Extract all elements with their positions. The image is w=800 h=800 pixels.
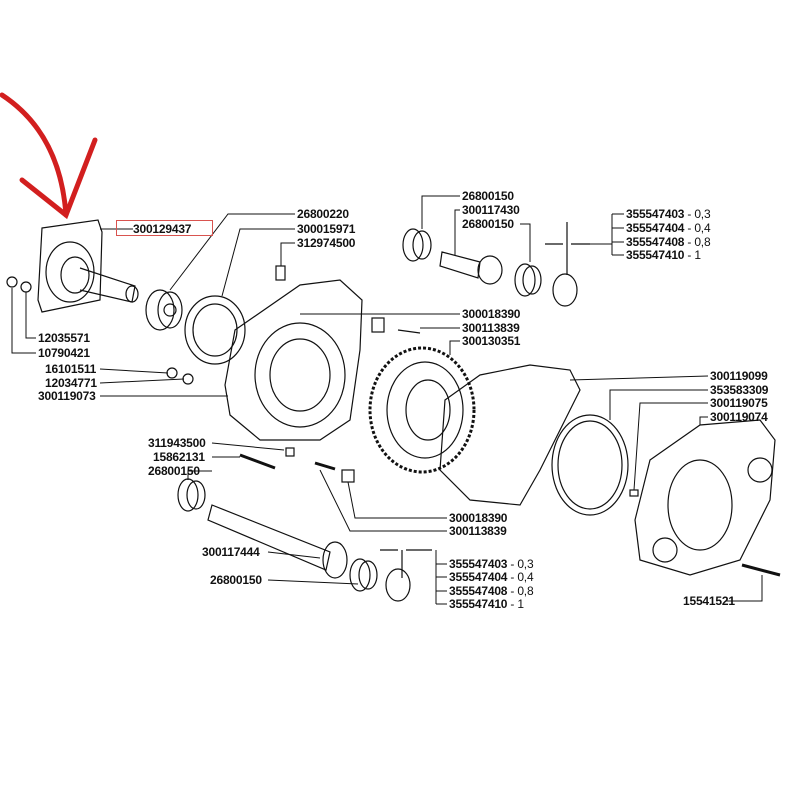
label-washer-b: 12034771	[45, 376, 97, 390]
shim-size: - 0,3	[687, 207, 711, 221]
housing-part	[224, 279, 363, 441]
label-cover: 300119074	[710, 410, 768, 424]
label-breather: 312974500	[297, 236, 356, 250]
lock-plate-part	[371, 317, 385, 333]
shim-part-number: 355547403	[626, 207, 685, 221]
label-upper-shim: 355547410 - 1	[626, 249, 701, 261]
label-upper-shim: 355547408 - 0,8	[626, 235, 711, 249]
label-lower-shim: 355547410 - 1	[449, 598, 524, 610]
label-lock-plate-top: 300018390	[462, 307, 521, 321]
plug-part	[285, 447, 295, 457]
shim-size: - 0,8	[510, 584, 534, 598]
bearing-part	[145, 289, 183, 331]
nut-part	[166, 367, 178, 379]
label-lock-plate-bottom: 300018390	[449, 511, 508, 525]
seal-part	[551, 414, 629, 516]
shim-part-number: 355547404	[626, 221, 685, 235]
label-upper-bearing-1: 26800150	[462, 189, 514, 203]
label-lower-bearing-1: 26800150	[148, 464, 200, 478]
label-upper-shim: 355547404 - 0,4	[626, 221, 711, 235]
shim-part-number: 355547403	[449, 557, 508, 571]
gasket-part	[184, 295, 246, 365]
housing-bolt-part	[239, 453, 276, 470]
label-upper-shim: 355547403 - 0,3	[626, 207, 711, 221]
cover-part	[634, 419, 776, 576]
label-lower-shim: 355547404 - 0,4	[449, 570, 534, 584]
shim-part-number: 355547408	[449, 584, 508, 598]
lock-plate-part	[341, 469, 355, 483]
shim-size: - 0,4	[687, 221, 711, 235]
label-nut-b: 16101511	[45, 362, 97, 376]
washer-part	[6, 276, 18, 288]
bolt-part	[397, 329, 421, 334]
label-lower-shim: 355547408 - 0,8	[449, 584, 534, 598]
shim-size: - 0,8	[687, 235, 711, 249]
shim-part-number: 355547410	[626, 248, 685, 262]
shim-size: - 0,4	[510, 570, 534, 584]
dowel-part	[629, 489, 639, 497]
label-lower-shim: 355547403 - 0,3	[449, 557, 534, 571]
label-upper-bearing-2: 26800150	[462, 217, 514, 231]
upper-shim-part	[552, 273, 578, 307]
upper-shaft-part	[439, 251, 503, 285]
label-plug: 311943500	[148, 436, 206, 450]
lower-bearing-part	[177, 478, 206, 512]
label-seal: 353583309	[710, 383, 769, 397]
label-dowel: 300119075	[710, 396, 768, 410]
label-cover-gasket: 300119099	[710, 369, 768, 383]
shim-part-number: 355547410	[449, 597, 508, 611]
highlight-box	[116, 220, 213, 236]
label-lower-bearing-2: 26800150	[210, 573, 262, 587]
label-nut-a: 10790421	[38, 346, 90, 360]
upper-bearing-part	[514, 263, 542, 297]
red-arrow-icon	[0, 92, 98, 220]
label-upper-shaft: 300117430	[462, 203, 520, 217]
lower-shaft-part	[207, 504, 348, 579]
label-flange: 300129437	[133, 222, 192, 236]
washer-part	[182, 373, 194, 385]
flange-part	[37, 219, 139, 313]
shim-part-number: 355547408	[626, 235, 685, 249]
ring-gear-part	[368, 346, 476, 474]
label-cover-bolt: 15541521	[683, 594, 735, 608]
label-gasket-top: 300015971	[297, 222, 356, 236]
label-housing: 300119073	[38, 389, 96, 403]
breather-part	[275, 265, 286, 281]
leader-lines	[11, 195, 763, 605]
label-ring-gear: 300130351	[462, 334, 521, 348]
label-bolt-bottom: 300113839	[449, 524, 507, 538]
label-lower-shaft: 300117444	[202, 545, 260, 559]
shim-size: - 1	[687, 248, 701, 262]
label-bolt-top: 300113839	[462, 321, 520, 335]
lower-shim-part	[385, 568, 411, 602]
label-bolt-housing: 15862131	[153, 450, 205, 464]
bolt-part	[314, 461, 336, 471]
label-bearing-top: 26800220	[297, 207, 349, 221]
upper-bearing-part	[402, 228, 432, 262]
cover-gasket-part	[439, 364, 581, 506]
lower-bearing-part	[349, 558, 378, 592]
label-washer-a: 12035571	[38, 331, 90, 345]
shim-size: - 0,3	[510, 557, 534, 571]
shim-size: - 1	[510, 597, 524, 611]
shim-part-number: 355547404	[449, 570, 508, 584]
nut-part	[20, 281, 32, 293]
cover-bolt-part	[741, 563, 781, 577]
